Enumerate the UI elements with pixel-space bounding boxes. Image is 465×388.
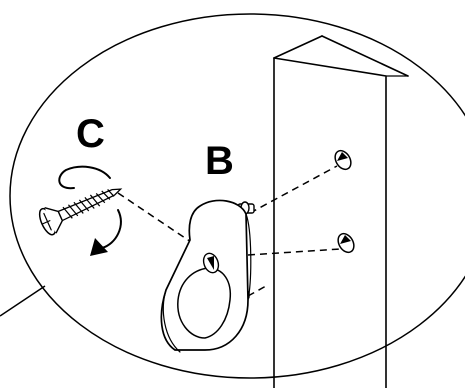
leader-line — [0, 286, 45, 316]
label-bracket: B — [205, 139, 234, 183]
label-screw: C — [76, 112, 105, 156]
